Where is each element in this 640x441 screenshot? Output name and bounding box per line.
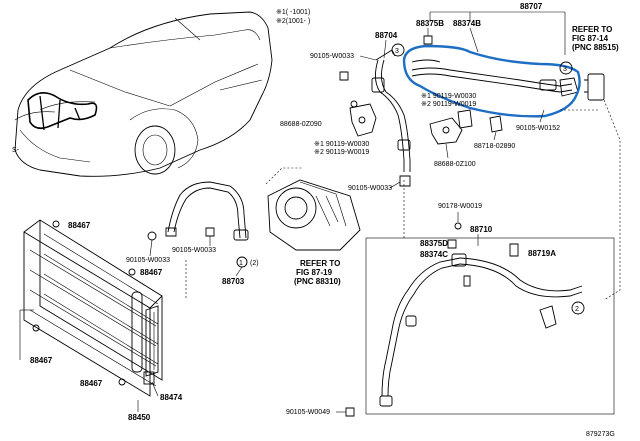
svg-text:※: ※ <box>314 141 320 148</box>
callout-90119-w0019-b: 2 90119-W0019 <box>427 101 476 108</box>
callout-88450: 88450 <box>128 413 151 422</box>
callout-90178-w0019: 90178-W0019 <box>438 203 482 210</box>
condenser-88450 <box>23 219 163 397</box>
callout-88719a: 88719A <box>528 249 556 258</box>
refer-top-line3: (PNC 88515) <box>572 43 619 52</box>
callout-88467-c: 88467 <box>30 356 53 365</box>
callout-90105-w0033-e: 90105-W0049 <box>286 409 330 416</box>
callout-90105-w0033-a: 90105-W0033 <box>310 53 354 60</box>
detail-frame-88710 <box>365 237 615 415</box>
callout-88710: 88710 <box>470 225 493 234</box>
callout-88703: 88703 <box>222 277 245 286</box>
svg-text:※: ※ <box>421 101 427 108</box>
callout-88704: 88704 <box>375 31 398 40</box>
callout-88688-0z100: 88688-0Z100 <box>434 161 476 168</box>
callout-88375b-top: 88375B <box>416 19 444 28</box>
refer-mid-line2: FIG 87-19 <box>296 268 333 277</box>
callout-90105-w0033-d: 90105-W0033 <box>172 247 216 254</box>
highlight-outline <box>402 44 581 118</box>
bracket-88688-0z090 <box>349 103 377 137</box>
marker-3b: 3 <box>563 66 567 73</box>
refer-mid-line1: REFER TO <box>300 259 340 268</box>
callout-88467-a: 88467 <box>68 221 91 230</box>
callout-88374c: 88374C <box>420 250 448 259</box>
callout-90119-w0019-a: 2 90119-W0019 <box>320 149 369 156</box>
corner-left-label: S- <box>12 147 20 154</box>
callout-88467-b: 88467 <box>140 268 163 277</box>
callout-90119-w0030-a: 1 90119-W0030 <box>320 141 369 148</box>
svg-text:※: ※ <box>421 93 427 100</box>
bracket-88688-0z100 <box>429 109 473 145</box>
compressor <box>267 179 361 251</box>
callout-88688-0z090: 88688-0Z090 <box>280 121 322 128</box>
callout-90119-w0030-b: 1 90119-W0030 <box>427 93 476 100</box>
suction-tube-88710 <box>379 253 583 407</box>
receiver-88474 <box>143 305 159 385</box>
expansion-valve <box>584 73 605 101</box>
callout-88707: 88707 <box>520 2 543 11</box>
marker-1a: 1 <box>239 260 243 267</box>
marker-3a: 3 <box>395 48 399 55</box>
clip-88718-02890 <box>489 115 503 133</box>
car-illustration <box>14 11 273 177</box>
refer-mid-line3: (PNC 88310) <box>294 277 341 286</box>
svg-text:※: ※ <box>314 149 320 156</box>
figure-id: 879273G <box>586 431 615 438</box>
refer-top-line1: REFER TO <box>572 25 612 34</box>
callout-88718-02890: 88718-02890 <box>474 143 515 150</box>
callout-88474: 88474 <box>160 393 183 402</box>
marker-2b: 2 <box>575 306 579 313</box>
callout-88374b: 88374B <box>453 19 481 28</box>
legend-line-1: ※1( -1001) <box>276 9 310 16</box>
callout-90105-w0033-b: 90105-W0033 <box>348 185 392 192</box>
callout-88467-d: 88467 <box>80 379 103 388</box>
callout-88375d: 88375D <box>420 239 448 248</box>
refer-top-line2: FIG 87-14 <box>572 34 609 43</box>
marker-2a: (2) <box>250 260 259 267</box>
legend-line-2: ※2(1001- ) <box>276 18 310 25</box>
callout-90105-w0152: 90105-W0152 <box>516 125 560 132</box>
liquid-tube-88703 <box>165 181 249 241</box>
callout-90105-w0033-c: 90105-W0033 <box>126 257 170 264</box>
